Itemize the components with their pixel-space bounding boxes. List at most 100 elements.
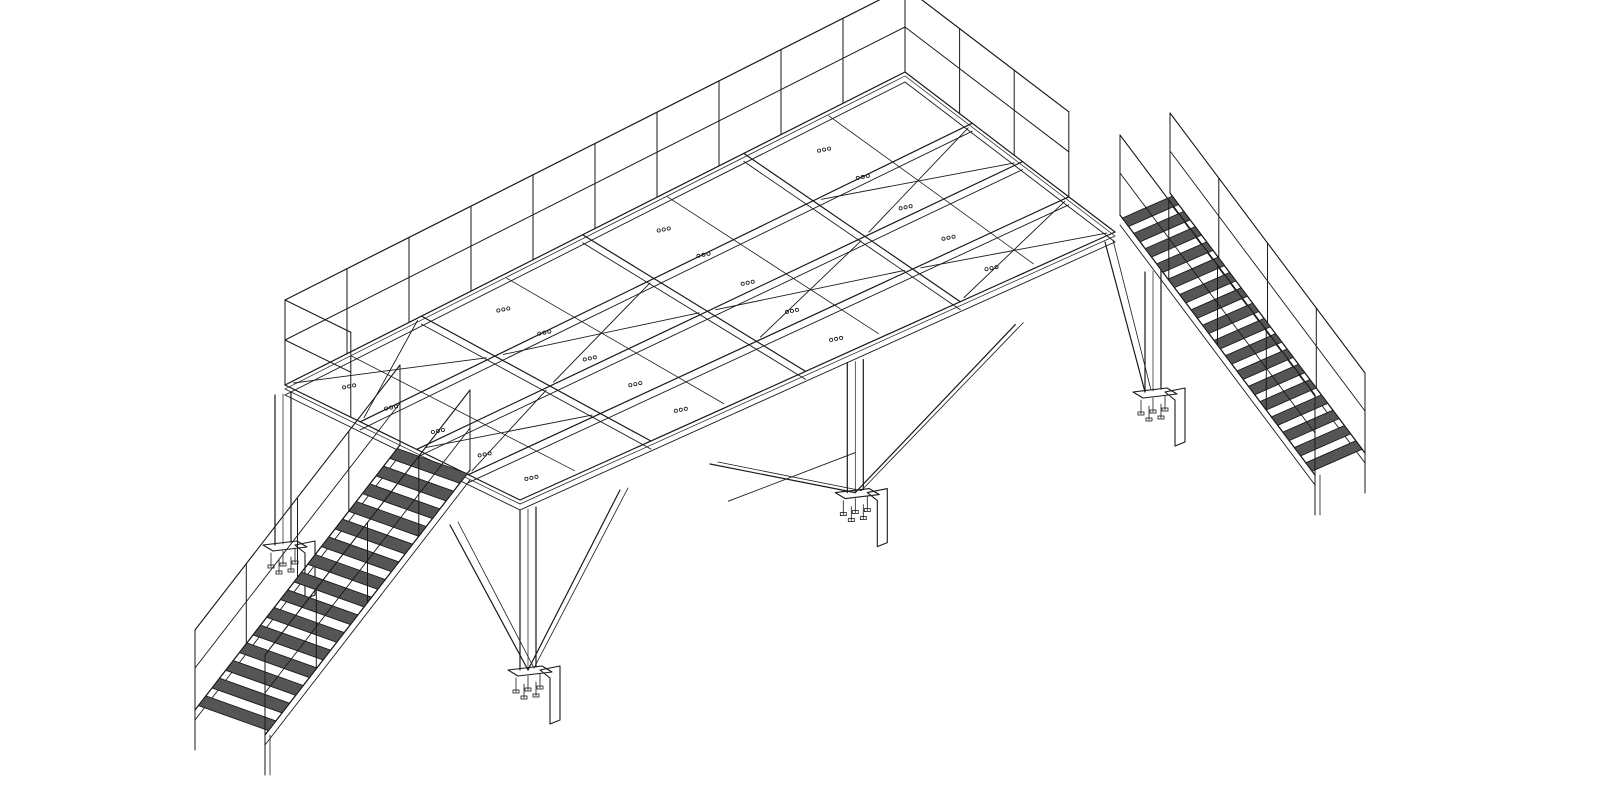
base-plate — [262, 540, 308, 552]
stair-tread — [1293, 425, 1352, 457]
stair-tread — [1282, 409, 1340, 442]
bolt — [903, 205, 908, 210]
bolt — [534, 474, 539, 479]
stair-tread — [211, 677, 291, 714]
anchor-bolt-nut — [287, 568, 295, 573]
diagonal-brace-edge — [457, 521, 535, 669]
anchor-bolt-nut — [532, 693, 540, 698]
column-footings — [262, 387, 1186, 725]
diagonal-brace — [854, 324, 1016, 494]
bolt — [865, 173, 870, 178]
stair-tread — [279, 589, 359, 626]
bolt — [384, 406, 389, 411]
deck-edge-beam-lower-edge — [519, 241, 1116, 511]
bolt — [477, 453, 482, 458]
deck-edge-flange — [904, 75, 1116, 237]
bolt — [506, 306, 511, 311]
anchor-bolt-nut — [1137, 411, 1145, 416]
stair-tread — [252, 624, 332, 661]
anchor-bolt-nut — [847, 518, 855, 522]
bolt — [941, 236, 946, 241]
deck-joist — [506, 277, 725, 405]
bolt — [430, 429, 435, 434]
stair-tread — [266, 607, 345, 643]
deck-longitudinal-beam-lower-edge — [743, 160, 961, 311]
stair-tread — [1190, 287, 1248, 319]
stair-tread — [1156, 241, 1214, 273]
bolt — [794, 307, 799, 312]
stair-tread — [1202, 302, 1260, 334]
bolt — [628, 383, 633, 388]
deck-plan-brace — [759, 240, 862, 338]
bolt — [984, 267, 989, 272]
stair-tread — [1144, 226, 1202, 258]
deck-longitudinal-beam — [743, 152, 961, 303]
anchor-bolt-nut — [851, 510, 859, 515]
stair-tread — [307, 554, 386, 590]
stair-tread — [375, 465, 455, 502]
deck-edge-beam — [519, 231, 1116, 501]
bolt — [342, 385, 347, 390]
bolt — [542, 330, 547, 335]
deck-edge-flange — [284, 388, 521, 505]
deck-plan-brace — [471, 389, 547, 472]
bolt — [435, 428, 440, 433]
diagonal-brace-edge — [533, 487, 629, 669]
bolt — [706, 251, 711, 256]
concrete-pier — [539, 665, 561, 725]
bolt — [740, 281, 745, 286]
support-columns — [274, 268, 1162, 671]
deck-cross-beam — [467, 196, 1070, 476]
deck-cross-beam-lower-edge — [416, 169, 1024, 458]
base-plate — [834, 488, 880, 500]
deck-plan-brace — [363, 320, 418, 419]
anchor-bolt-nut — [524, 687, 532, 692]
diagonal-brace — [709, 463, 856, 494]
deck-edge-beam-lower-edge — [904, 81, 1116, 243]
deck-frame — [284, 71, 1116, 511]
stair-tread — [293, 571, 373, 608]
diagonal-brace — [527, 489, 621, 671]
anchor-bolt-nut — [520, 695, 528, 700]
deck-edge-beam — [284, 384, 521, 501]
bolt — [501, 307, 506, 312]
bolt — [482, 452, 487, 457]
bolt — [347, 384, 352, 389]
stair-tread — [1167, 256, 1225, 289]
bolt — [696, 253, 701, 258]
bolt-connections — [342, 146, 999, 481]
deck-edge-beam — [904, 71, 1116, 233]
deck-edge-flange — [519, 235, 1116, 505]
bolt — [582, 357, 587, 362]
bolt — [827, 146, 832, 151]
deck-edge-beam-lower-edge — [284, 81, 906, 396]
stair-tread — [1248, 363, 1306, 396]
stair-stringer-lower-edge — [264, 479, 471, 746]
bolt — [822, 147, 827, 152]
anchor-bolt-nut — [863, 508, 871, 513]
bolt — [487, 451, 492, 456]
guardrail-top-rail — [921, 0, 1070, 113]
bolt — [389, 405, 394, 410]
bolt — [633, 382, 638, 387]
bolt — [656, 228, 661, 233]
bolt — [745, 280, 750, 285]
deck-plan-brace — [963, 200, 1066, 298]
bolt — [834, 336, 839, 341]
bolt — [989, 266, 994, 271]
bolt — [394, 404, 399, 409]
bolt — [701, 252, 706, 257]
deck-cross-beam — [416, 161, 1024, 450]
deck-joist — [667, 196, 879, 335]
deck-longitudinal-beam-lower-edge — [582, 242, 807, 380]
stair-tread — [1305, 440, 1363, 472]
diagonal-brace — [1104, 241, 1146, 393]
stair-tread — [1225, 333, 1283, 365]
guardrail-top-rail — [284, 299, 352, 333]
left-staircase — [194, 364, 471, 776]
bolt — [496, 308, 501, 313]
bolt — [750, 279, 755, 284]
anchor-bolt-nut — [1149, 409, 1157, 414]
deck-plan-brace — [868, 127, 969, 233]
